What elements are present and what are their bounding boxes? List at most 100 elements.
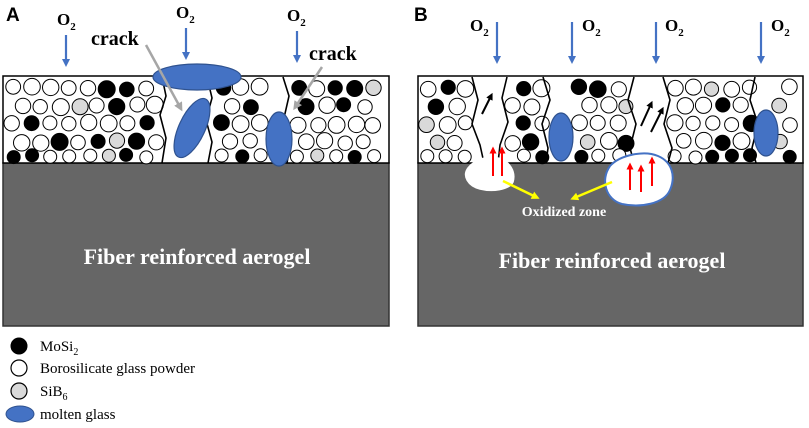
borosilicate-particle	[581, 96, 598, 114]
panel-b-substrate-label: Fiber reinforced aerogel	[499, 248, 726, 273]
black-circle-icon	[10, 337, 28, 355]
white-circle-icon	[10, 359, 28, 377]
borosilicate-particle	[367, 149, 382, 164]
borosilicate-particle	[250, 77, 269, 96]
borosilicate-particle	[732, 96, 749, 113]
borosilicate-particle	[420, 149, 435, 164]
legend-item-sib6: SiB6	[10, 382, 68, 403]
borosilicate-particle	[60, 80, 77, 96]
panel-b-o2-4: O2	[757, 16, 790, 64]
o2-subscript: 2	[595, 27, 601, 39]
mosi2-particle	[119, 81, 135, 98]
borosilicate-particle	[83, 148, 98, 163]
sib6-particle	[418, 116, 435, 133]
borosilicate-particle	[316, 132, 334, 150]
borosilicate-particle	[310, 117, 327, 134]
panel-a-letter: A	[6, 5, 20, 26]
borosilicate-particle	[23, 77, 41, 96]
panel-a-crack-label: crack	[309, 43, 358, 65]
borosilicate-particle	[5, 78, 22, 95]
borosilicate-particle	[705, 115, 721, 131]
o2-subscript: 2	[189, 14, 195, 26]
borosilicate-particle	[318, 96, 336, 114]
borosilicate-particle	[781, 78, 798, 96]
panel-b-o2-2: O2	[568, 16, 601, 64]
mosi2-particle	[570, 78, 588, 96]
borosilicate-particle	[688, 150, 703, 165]
panel-a-o2-1: O2	[57, 10, 76, 67]
mosi2-particle	[25, 148, 40, 163]
panel-a-substrate-label: Fiber reinforced aerogel	[84, 244, 311, 269]
legend-label: SiB	[40, 384, 63, 400]
borosilicate-particle	[724, 117, 740, 133]
sib6-particle	[71, 98, 89, 116]
borosilicate-particle	[667, 79, 684, 97]
mosi2-particle	[724, 148, 739, 163]
borosilicate-particle	[289, 116, 307, 134]
borosilicate-particle	[438, 116, 457, 134]
borosilicate-particle	[504, 97, 521, 114]
panel-b-zone-pointer	[502, 179, 540, 199]
borosilicate-particle	[214, 148, 229, 163]
blue-ellipse-icon	[5, 405, 35, 423]
legend-item-borosilicate: Borosilicate glass powder	[10, 359, 195, 377]
borosilicate-particle	[329, 149, 344, 164]
borosilicate-particle	[347, 115, 366, 134]
panel-a-molten-glass-top	[152, 63, 242, 91]
panel-b-particles	[418, 78, 798, 165]
borosilicate-particle	[298, 133, 315, 150]
panel-b-crack-line	[627, 76, 637, 164]
borosilicate-particle	[600, 132, 618, 150]
legend-item-molten-glass: molten glass	[5, 405, 116, 423]
panel-a-crack-pointer	[144, 44, 183, 112]
borosilicate-particle	[610, 81, 627, 98]
panel-a-o2-2: O2	[176, 3, 195, 60]
mosi2-particle	[90, 133, 106, 149]
borosilicate-particle	[70, 134, 86, 151]
o2-label: O	[665, 16, 678, 35]
mosi2-particle	[235, 149, 250, 164]
borosilicate-particle	[685, 115, 701, 132]
borosilicate-particle	[591, 148, 606, 163]
legend-label: Borosilicate glass powder	[40, 361, 195, 377]
borosilicate-particle	[516, 148, 531, 163]
sib6-particle	[429, 134, 446, 151]
borosilicate-particle	[337, 135, 353, 151]
borosilicate-particle	[355, 134, 371, 150]
sib6-particle	[365, 79, 382, 97]
o2-subscript: 2	[678, 27, 684, 39]
borosilicate-particle	[61, 116, 77, 132]
panel-a-molten-glass-crack	[173, 97, 211, 159]
borosilicate-particle	[32, 99, 48, 115]
borosilicate-particle	[129, 96, 146, 113]
mosi2-particle	[139, 115, 155, 131]
borosilicate-particle	[782, 117, 798, 133]
borosilicate-particle	[250, 114, 269, 132]
borosilicate-particle	[609, 114, 627, 132]
panel-a-substrate	[2, 162, 390, 327]
borosilicate-particle	[62, 149, 77, 164]
panel-b-letter: B	[414, 5, 428, 26]
panel-b: B Fiber reinforced aerogel Oxidized zo	[414, 5, 804, 327]
borosilicate-particle	[438, 149, 453, 164]
legend-label: MoSi	[40, 339, 73, 355]
panel-a-crack-label: crack	[91, 28, 140, 50]
o2-label: O	[582, 16, 595, 35]
mosi2-particle	[515, 115, 531, 131]
mosi2-particle	[336, 97, 352, 113]
svg-text:O2: O2	[287, 6, 306, 29]
borosilicate-particle	[42, 78, 60, 97]
borosilicate-particle	[457, 149, 472, 164]
o2-label: O	[470, 16, 483, 35]
borosilicate-particle	[571, 114, 588, 132]
mosi2-particle	[108, 98, 126, 116]
borosilicate-particle	[446, 135, 463, 151]
borosilicate-particle	[666, 114, 684, 132]
borosilicate-particle	[43, 149, 58, 164]
borosilicate-particle	[138, 80, 155, 97]
borosilicate-particle	[79, 80, 97, 97]
legend-subscript: 2	[73, 347, 78, 358]
borosilicate-particle	[3, 115, 20, 132]
o2-label: O	[57, 10, 70, 29]
